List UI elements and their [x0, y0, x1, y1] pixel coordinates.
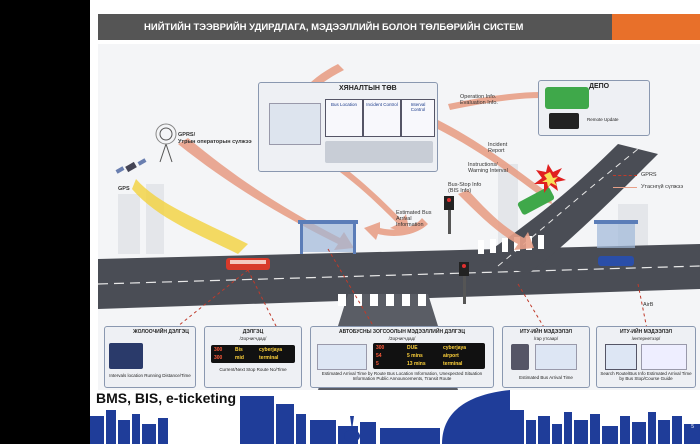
mobile-info-panel: ИТУ-ИЙН МЭДЭЭЛЭЛ /гар утсаар/ Estimated … — [502, 326, 590, 388]
flow-estimated-arrival: Estimated Bus Arrival Information — [396, 210, 432, 228]
device-connectors — [167, 248, 649, 335]
bus-stop-led-display: 300 DUE cyberjaya 54 5 mins airport 5 13… — [373, 343, 485, 369]
flow-incident-report: Incident Report — [488, 142, 508, 154]
depot-title: ДЕПО — [589, 83, 610, 90]
slide-header-bar: НИЙТИЙН ТЭЭВРИЙН УДИРДЛАГА, МЭДЭЭЛЛИЙН Б… — [98, 14, 700, 40]
gps-signal — [132, 179, 248, 254]
system-diagram: ХЯНАЛТЫН ТӨВ Bus Location Incident Contr… — [98, 44, 700, 390]
driver-display-panel: ЖОЛООЧИЙН ДЭЛГЭЦ Intervals location Runn… — [104, 326, 196, 388]
flow-operation-info: Operation Info. Evaluation Info. — [460, 94, 498, 106]
slide-title: НИЙТИЙН ТЭЭВРИЙН УДИРДЛАГА, МЭДЭЭЛЛИЙН Б… — [144, 21, 524, 33]
city-skyline — [90, 390, 700, 444]
bus-green — [517, 187, 555, 215]
legend-network: Утаснгүй сүлжээ — [641, 184, 684, 190]
gps-label: GPS — [118, 186, 130, 192]
depot-panel: ДЕПО Remote Update — [538, 80, 650, 136]
bus-red — [226, 258, 270, 270]
header-accent-block — [612, 14, 700, 40]
driver-terminal-icon — [109, 343, 143, 369]
footer-title: BMS, BIS, e-ticketing — [96, 390, 237, 406]
depot-buses — [545, 87, 589, 109]
operator-desk — [269, 103, 321, 145]
legend-gprs: GPRS — [641, 172, 657, 178]
computer-monitor-icon — [605, 344, 637, 370]
bus-blue — [598, 256, 634, 266]
flow-via-label: AirB — [643, 302, 654, 308]
gprs-tower — [155, 123, 177, 163]
gprs-sublabel: Утрын операторын сүлжээ — [178, 139, 252, 145]
passenger-display-panel: ДЭЛГЭЦ /Зорчигчдад/ 300 Bis cyberjaya 30… — [204, 326, 302, 388]
depot-terminal — [549, 113, 579, 129]
screen-interval-control: Interval Control — [401, 99, 435, 137]
control-center-panel: ХЯНАЛТЫН ТӨВ Bus Location Incident Contr… — [258, 82, 438, 172]
bus-stop-shelter-left — [298, 220, 358, 254]
slide-top-margin — [90, 0, 700, 14]
operator-workstations — [325, 141, 433, 163]
flow-instructions: Instructions/ Warning Interval — [468, 162, 508, 174]
presentation-slide: НИЙТИЙН ТЭЭВРИЙН УДИРДЛАГА, МЭДЭЭЛЛИЙН Б… — [90, 0, 700, 444]
passenger-led-display: 300 Bis cyberjaya 300 mid terminal — [211, 345, 295, 363]
web-screen — [641, 344, 687, 370]
flow-bus-info: Bus-Stop Info (BIS Info) — [448, 182, 482, 194]
screen-incident-control: Incident Control — [363, 99, 401, 137]
bus-stop-shelter-right — [594, 220, 638, 248]
bus-stop-display-panel: АВТОБУСНЫ ЗОГСООЛЫН МЭДЭЭЛЛИЙН ДЭЛГЭЦ /З… — [310, 326, 494, 388]
page-number: 5 — [691, 424, 694, 430]
legend: GPRS Утаснгүй сүлжээ — [613, 172, 683, 202]
traffic-light-1 — [444, 196, 454, 234]
legend-network-swatch — [613, 187, 637, 188]
slide-footer: BMS, BIS, e-ticketing 5 — [90, 390, 700, 444]
legend-gprs-swatch — [613, 175, 637, 176]
mobile-phone-icon — [511, 344, 529, 370]
internet-info-panel: ИТУ-ИЙН МЭДЭЭЛЭЛ /интернетээр/ Search Ro… — [596, 326, 696, 388]
traffic-light-2 — [459, 262, 469, 304]
gps-satellite — [115, 158, 147, 174]
screen-bus-location: Bus Location — [325, 99, 363, 137]
gprs-label: GPRS/ — [178, 132, 196, 138]
mobile-screen — [535, 344, 577, 370]
control-center-title: ХЯНАЛТЫН ТӨВ — [339, 85, 397, 92]
remote-update-label: Remote Update — [587, 117, 619, 122]
bus-stop-screen — [317, 344, 367, 370]
